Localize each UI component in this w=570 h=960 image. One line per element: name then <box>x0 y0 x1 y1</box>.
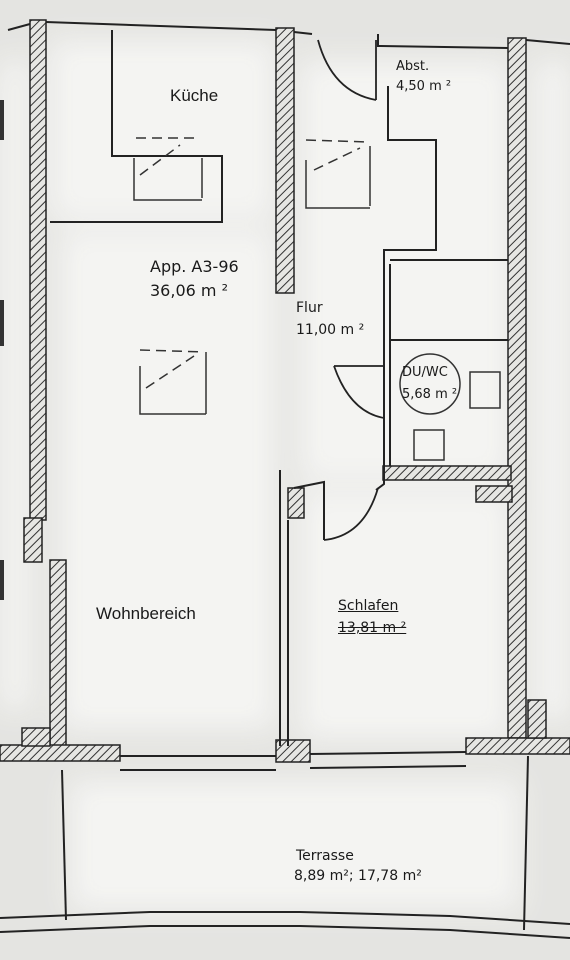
door-storage <box>317 39 377 101</box>
wall-left-lower <box>49 559 67 751</box>
wall-pier-lowleft <box>21 727 51 747</box>
room-area-terrace: 8,89 m²; 17,78 m² <box>294 868 422 884</box>
wall-pier-left <box>23 517 43 563</box>
wall-bottom <box>0 744 121 762</box>
wall-bottom-mid <box>275 739 311 763</box>
stove-kitchen <box>133 137 203 201</box>
wall-pier-lowright <box>527 699 547 739</box>
paper-smudges <box>0 40 570 910</box>
room-label-kitchen: Küche <box>170 86 219 105</box>
room-label-bedroom: Schlafen <box>338 598 399 614</box>
room-area-storage: 4,50 m ² <box>396 79 452 94</box>
wall-bottom-right <box>465 737 570 755</box>
edge-marks <box>0 100 4 600</box>
wall-right <box>507 37 527 739</box>
fixture-hall <box>305 139 371 209</box>
apartment-total-area: 36,06 m ² <box>150 281 228 300</box>
wall-bath-bottom <box>382 465 512 481</box>
apartment-id: App. A3-96 <box>150 257 239 276</box>
bath-fixtures <box>399 353 501 461</box>
room-area-bath: 5,68 m ² <box>402 387 458 402</box>
room-area-hall: 11,00 m ² <box>296 322 365 338</box>
room-area-bedroom: 13,81 m ² <box>338 620 407 636</box>
fixture-living <box>139 349 207 415</box>
door-bath <box>333 365 385 419</box>
room-label-storage: Abst. <box>396 59 430 74</box>
door-bedroom <box>323 487 379 541</box>
wall-pier-bed <box>287 487 305 519</box>
wall-left <box>29 19 47 521</box>
room-label-terrace: Terrasse <box>296 848 354 864</box>
walls <box>0 19 570 763</box>
door-swings <box>317 39 385 541</box>
room-label-hall: Flur <box>296 300 323 316</box>
room-label-bath: DU/WC <box>402 365 448 380</box>
fixtures <box>133 137 501 461</box>
room-label-living: Wohnbereich <box>96 604 196 623</box>
wall-bath-pier <box>475 485 513 503</box>
wall-middle <box>275 27 295 294</box>
plan-lines <box>0 21 570 939</box>
